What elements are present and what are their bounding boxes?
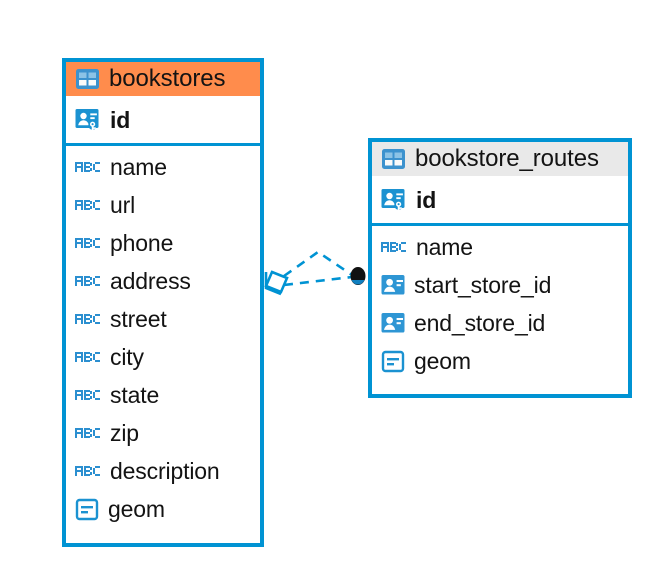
field-row-geom[interactable]: geom: [66, 490, 260, 528]
field-row-primary-key[interactable]: id: [372, 176, 628, 223]
field-row-name[interactable]: name: [372, 228, 628, 266]
field-section-bookstores: name u: [66, 146, 260, 543]
field-label: name: [416, 233, 473, 260]
abc-text-icon: [75, 312, 102, 326]
abc-text-icon: [75, 198, 102, 212]
entity-title: bookstore_routes: [415, 145, 599, 172]
geometry-icon: [75, 497, 100, 522]
entity-bookstores[interactable]: bookstores: [62, 58, 264, 547]
entity-bookstore-routes[interactable]: bookstore_routes: [368, 138, 632, 398]
field-label: geom: [108, 495, 165, 522]
abc-text-icon: [75, 160, 102, 174]
field-label: url: [110, 191, 136, 218]
field-row-address[interactable]: address: [66, 262, 260, 300]
field-label: zip: [110, 419, 139, 446]
entity-header-bookstore-routes[interactable]: bookstore_routes: [372, 142, 628, 177]
field-row-street[interactable]: street: [66, 300, 260, 338]
primary-key-section-bookstores: id: [66, 96, 260, 147]
field-label: state: [110, 381, 160, 408]
field-row-url[interactable]: url: [66, 186, 260, 224]
field-row-state[interactable]: state: [66, 376, 260, 414]
field-label: street: [110, 305, 167, 332]
field-label: name: [110, 153, 167, 180]
abc-text-icon: [75, 236, 102, 250]
abc-text-icon: [75, 350, 102, 364]
abc-text-icon: [75, 426, 102, 440]
geometry-icon: [381, 349, 406, 374]
field-section-bookstore-routes: name start_store_id: [372, 226, 628, 394]
primary-key-icon: [381, 187, 408, 214]
abc-text-icon: [75, 464, 102, 478]
abc-text-icon: [75, 388, 102, 402]
field-row-phone[interactable]: phone: [66, 224, 260, 262]
field-label: description: [110, 457, 220, 484]
field-label: geom: [414, 347, 471, 374]
table-icon: [75, 68, 100, 90]
field-row-city[interactable]: city: [66, 338, 260, 376]
field-row-primary-key[interactable]: id: [66, 96, 260, 143]
primary-key-section-bookstore-routes: id: [372, 176, 628, 227]
filled-circle-marker: [350, 267, 366, 285]
primary-key-icon: [75, 107, 102, 134]
relationship-line-lower: [283, 275, 353, 287]
field-row-end-store-id[interactable]: end_store_id: [372, 304, 628, 342]
field-label: end_store_id: [414, 309, 546, 336]
field-label: address: [110, 267, 191, 294]
field-label: id: [416, 187, 437, 214]
entity-header-bookstores[interactable]: bookstores: [66, 62, 260, 97]
abc-text-icon: [381, 240, 408, 254]
field-label: start_store_id: [414, 271, 552, 298]
field-row-name[interactable]: name: [66, 148, 260, 186]
field-row-zip[interactable]: zip: [66, 414, 260, 452]
abc-text-icon: [75, 274, 102, 288]
entity-title: bookstores: [109, 65, 226, 92]
relationship-line-upper: [283, 250, 353, 278]
field-row-description[interactable]: description: [66, 452, 260, 490]
table-icon: [381, 148, 406, 170]
foreign-key-icon: [381, 274, 406, 296]
foreign-key-icon: [381, 312, 406, 334]
field-row-geom[interactable]: geom: [372, 342, 628, 380]
field-label: phone: [110, 229, 174, 256]
field-row-start-store-id[interactable]: start_store_id: [372, 266, 628, 304]
crows-foot-diamond-marker: [264, 270, 289, 296]
field-label: id: [110, 107, 131, 134]
field-label: city: [110, 343, 144, 370]
